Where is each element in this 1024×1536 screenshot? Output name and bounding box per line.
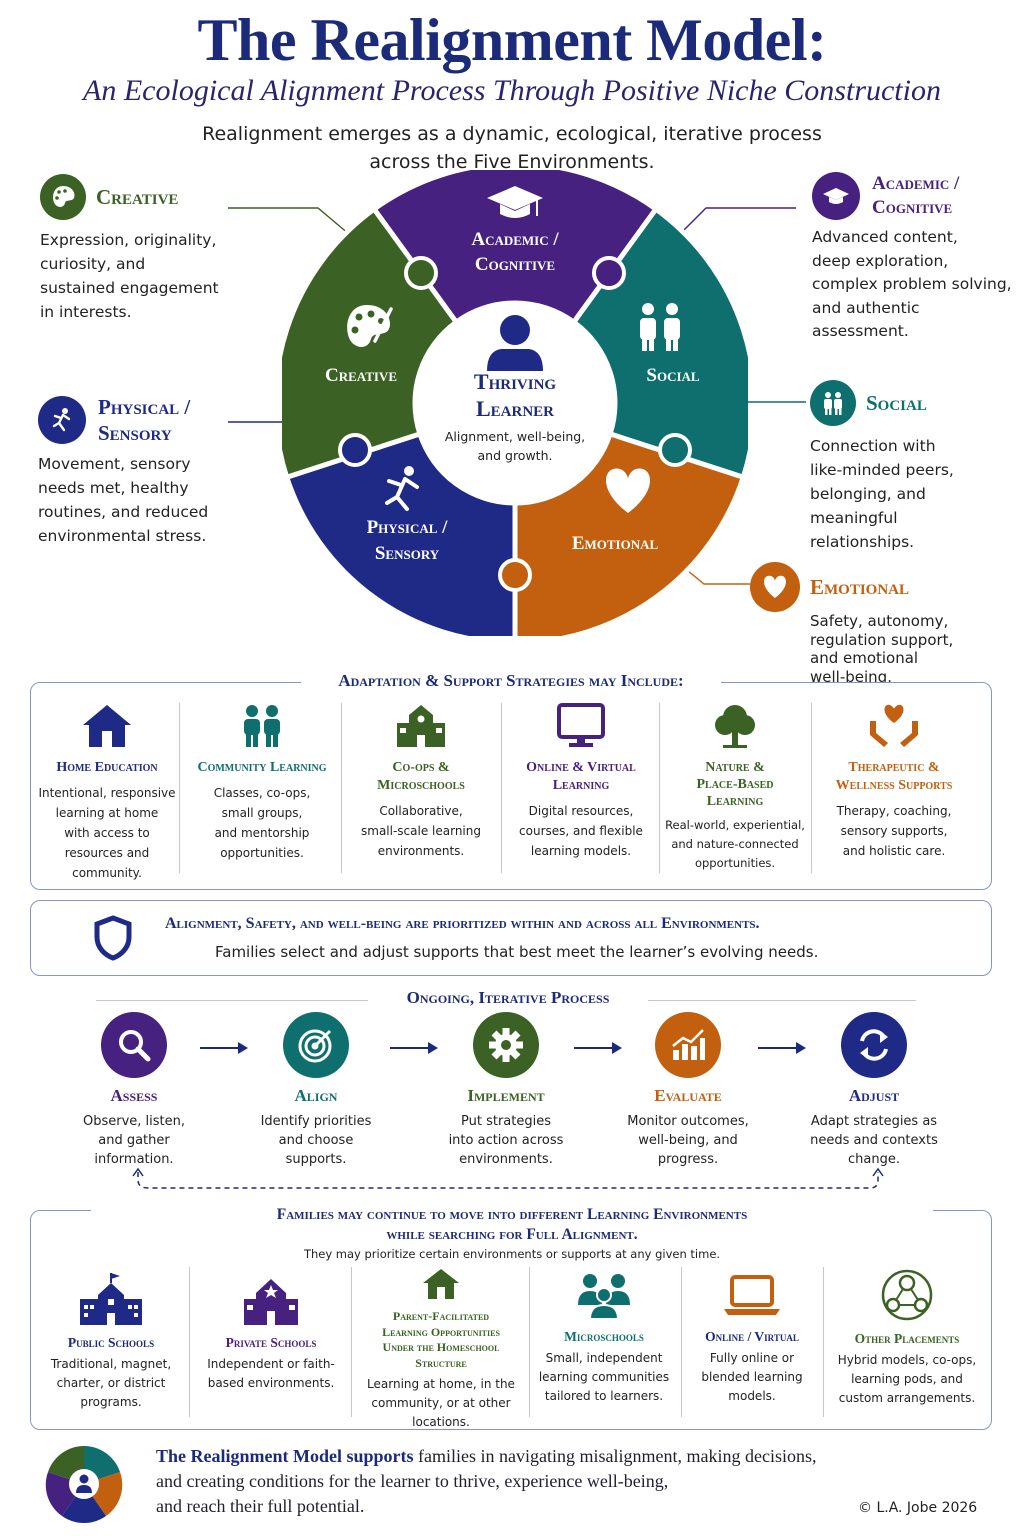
env-private-schools: Private Schools Independent or faith-bas… xyxy=(195,1271,347,1393)
side-creative: Creative Expression, originality,curiosi… xyxy=(40,174,230,324)
side-title-creative: Creative xyxy=(96,185,179,209)
magnifier-icon xyxy=(101,1012,167,1078)
laptop-icon xyxy=(724,1275,780,1315)
group-icon xyxy=(578,1274,630,1320)
segment-label-physical-1: Physical / xyxy=(367,517,449,538)
priority-banner: Alignment, Safety, and well-being are pr… xyxy=(30,900,992,976)
two-people-icon xyxy=(640,303,680,351)
private-school-icon xyxy=(244,1279,298,1325)
strategy-coops-microschools: Co-ops &Microschools Collaborative,small… xyxy=(345,703,497,861)
wheel-center xyxy=(415,303,615,503)
home-icon xyxy=(423,1269,459,1299)
strategies-heading: Adaptation & Support Strategies may Incl… xyxy=(301,671,721,691)
arrow-1 xyxy=(200,1042,248,1054)
network-icon xyxy=(881,1269,933,1321)
arrow-4 xyxy=(758,1042,806,1054)
banner-title: Alignment, Safety, and well-being are pr… xyxy=(165,915,760,932)
chart-icon xyxy=(655,1012,721,1078)
graduation-cap-icon xyxy=(812,172,860,220)
tree-icon xyxy=(715,705,755,748)
segment-label-emotional: Emotional xyxy=(572,533,659,554)
side-title-academic-2: Cognitive xyxy=(872,197,953,218)
environment-wheel: Thriving Learner Alignment, well-being, … xyxy=(282,170,748,636)
gear-icon xyxy=(473,1012,539,1078)
strategies-panel: Adaptation & Support Strategies may Incl… xyxy=(30,671,992,890)
environments-heading: Families may continue to move into diffe… xyxy=(91,1205,933,1245)
refresh-icon xyxy=(841,1012,907,1078)
running-person-icon xyxy=(38,396,86,444)
palette-icon xyxy=(40,174,86,220)
environments-subheading: They may prioritize certain environments… xyxy=(303,1247,721,1261)
side-title-emotional: Emotional xyxy=(810,575,910,599)
side-text-academic: Advanced content,deep exploration, compl… xyxy=(812,228,1012,340)
hands-heart-icon xyxy=(870,704,918,747)
center-text-2: and growth. xyxy=(478,448,553,463)
target-icon xyxy=(283,1012,349,1078)
intro-text: Realignment emerges as a dynamic, ecolog… xyxy=(202,123,822,173)
public-school-icon xyxy=(80,1273,142,1325)
side-text-creative: Expression, originality,curiosity, and s… xyxy=(40,231,219,321)
palette-icon xyxy=(347,305,393,347)
environments-panel: Families may continue to move into diffe… xyxy=(30,1205,992,1432)
center-title-1: Thriving xyxy=(474,369,557,394)
side-title-physical-2: Sensory xyxy=(98,421,172,445)
strategy-therapeutic-wellness: Therapeutic &Wellness Supports Therapy, … xyxy=(815,703,973,861)
side-emotional: Emotional Safety, autonomy,regulation su… xyxy=(750,562,960,686)
footer-text: The Realignment Model supports families … xyxy=(156,1446,817,1516)
two-people-icon xyxy=(810,380,856,426)
step-evaluate: Evaluate Monitor outcomes,well-being, an… xyxy=(608,1012,768,1169)
segment-label-creative: Creative xyxy=(325,365,397,386)
segment-label-social: Social xyxy=(646,365,700,386)
side-academic: Academic / Cognitive Advanced content,de… xyxy=(812,172,1012,344)
monitor-icon xyxy=(557,703,605,747)
arrow-3 xyxy=(574,1042,622,1054)
page-title: The Realignment Model: xyxy=(197,7,827,73)
env-public-schools: Public Schools Traditional, magnet,chart… xyxy=(37,1271,185,1412)
arrow-2 xyxy=(390,1042,438,1054)
side-title-academic-1: Academic / xyxy=(872,173,960,194)
learner-icon xyxy=(500,315,530,345)
page-subtitle: An Ecological Alignment Process Through … xyxy=(83,74,941,107)
puzzle-logo xyxy=(45,1446,123,1524)
segment-label-academic-2: Cognitive xyxy=(475,254,555,275)
heart-icon xyxy=(606,468,650,513)
segment-label-academic-1: Academic / xyxy=(471,229,559,250)
side-title-social: Social xyxy=(866,391,927,415)
running-person-icon xyxy=(385,466,419,511)
process-heading: Ongoing, Iterative Process xyxy=(406,988,610,1007)
graduation-cap-icon xyxy=(487,186,543,218)
heart-icon xyxy=(750,562,800,612)
side-title-physical-1: Physical / xyxy=(98,395,191,419)
shield-icon xyxy=(94,915,132,961)
strategy-community-learning: Community Learning Classes, co-ops,small… xyxy=(183,703,341,863)
schoolhouse-icon xyxy=(397,705,445,747)
loop-arrow xyxy=(132,1168,884,1189)
people-icon xyxy=(244,705,280,747)
banner-text: Families select and adjust supports that… xyxy=(215,943,819,961)
copyright: © L.A. Jobe 2026 xyxy=(858,1500,978,1516)
house-icon xyxy=(83,705,131,747)
center-title-2: Learner xyxy=(476,396,554,421)
segment-label-physical-2: Sensory xyxy=(375,543,440,564)
side-text-emotional: Safety, autonomy,regulation support, and… xyxy=(810,612,954,686)
env-other-placements: Other Placements Hybrid models, co-ops,l… xyxy=(827,1267,987,1408)
center-text-1: Alignment, well-being, xyxy=(445,429,585,444)
